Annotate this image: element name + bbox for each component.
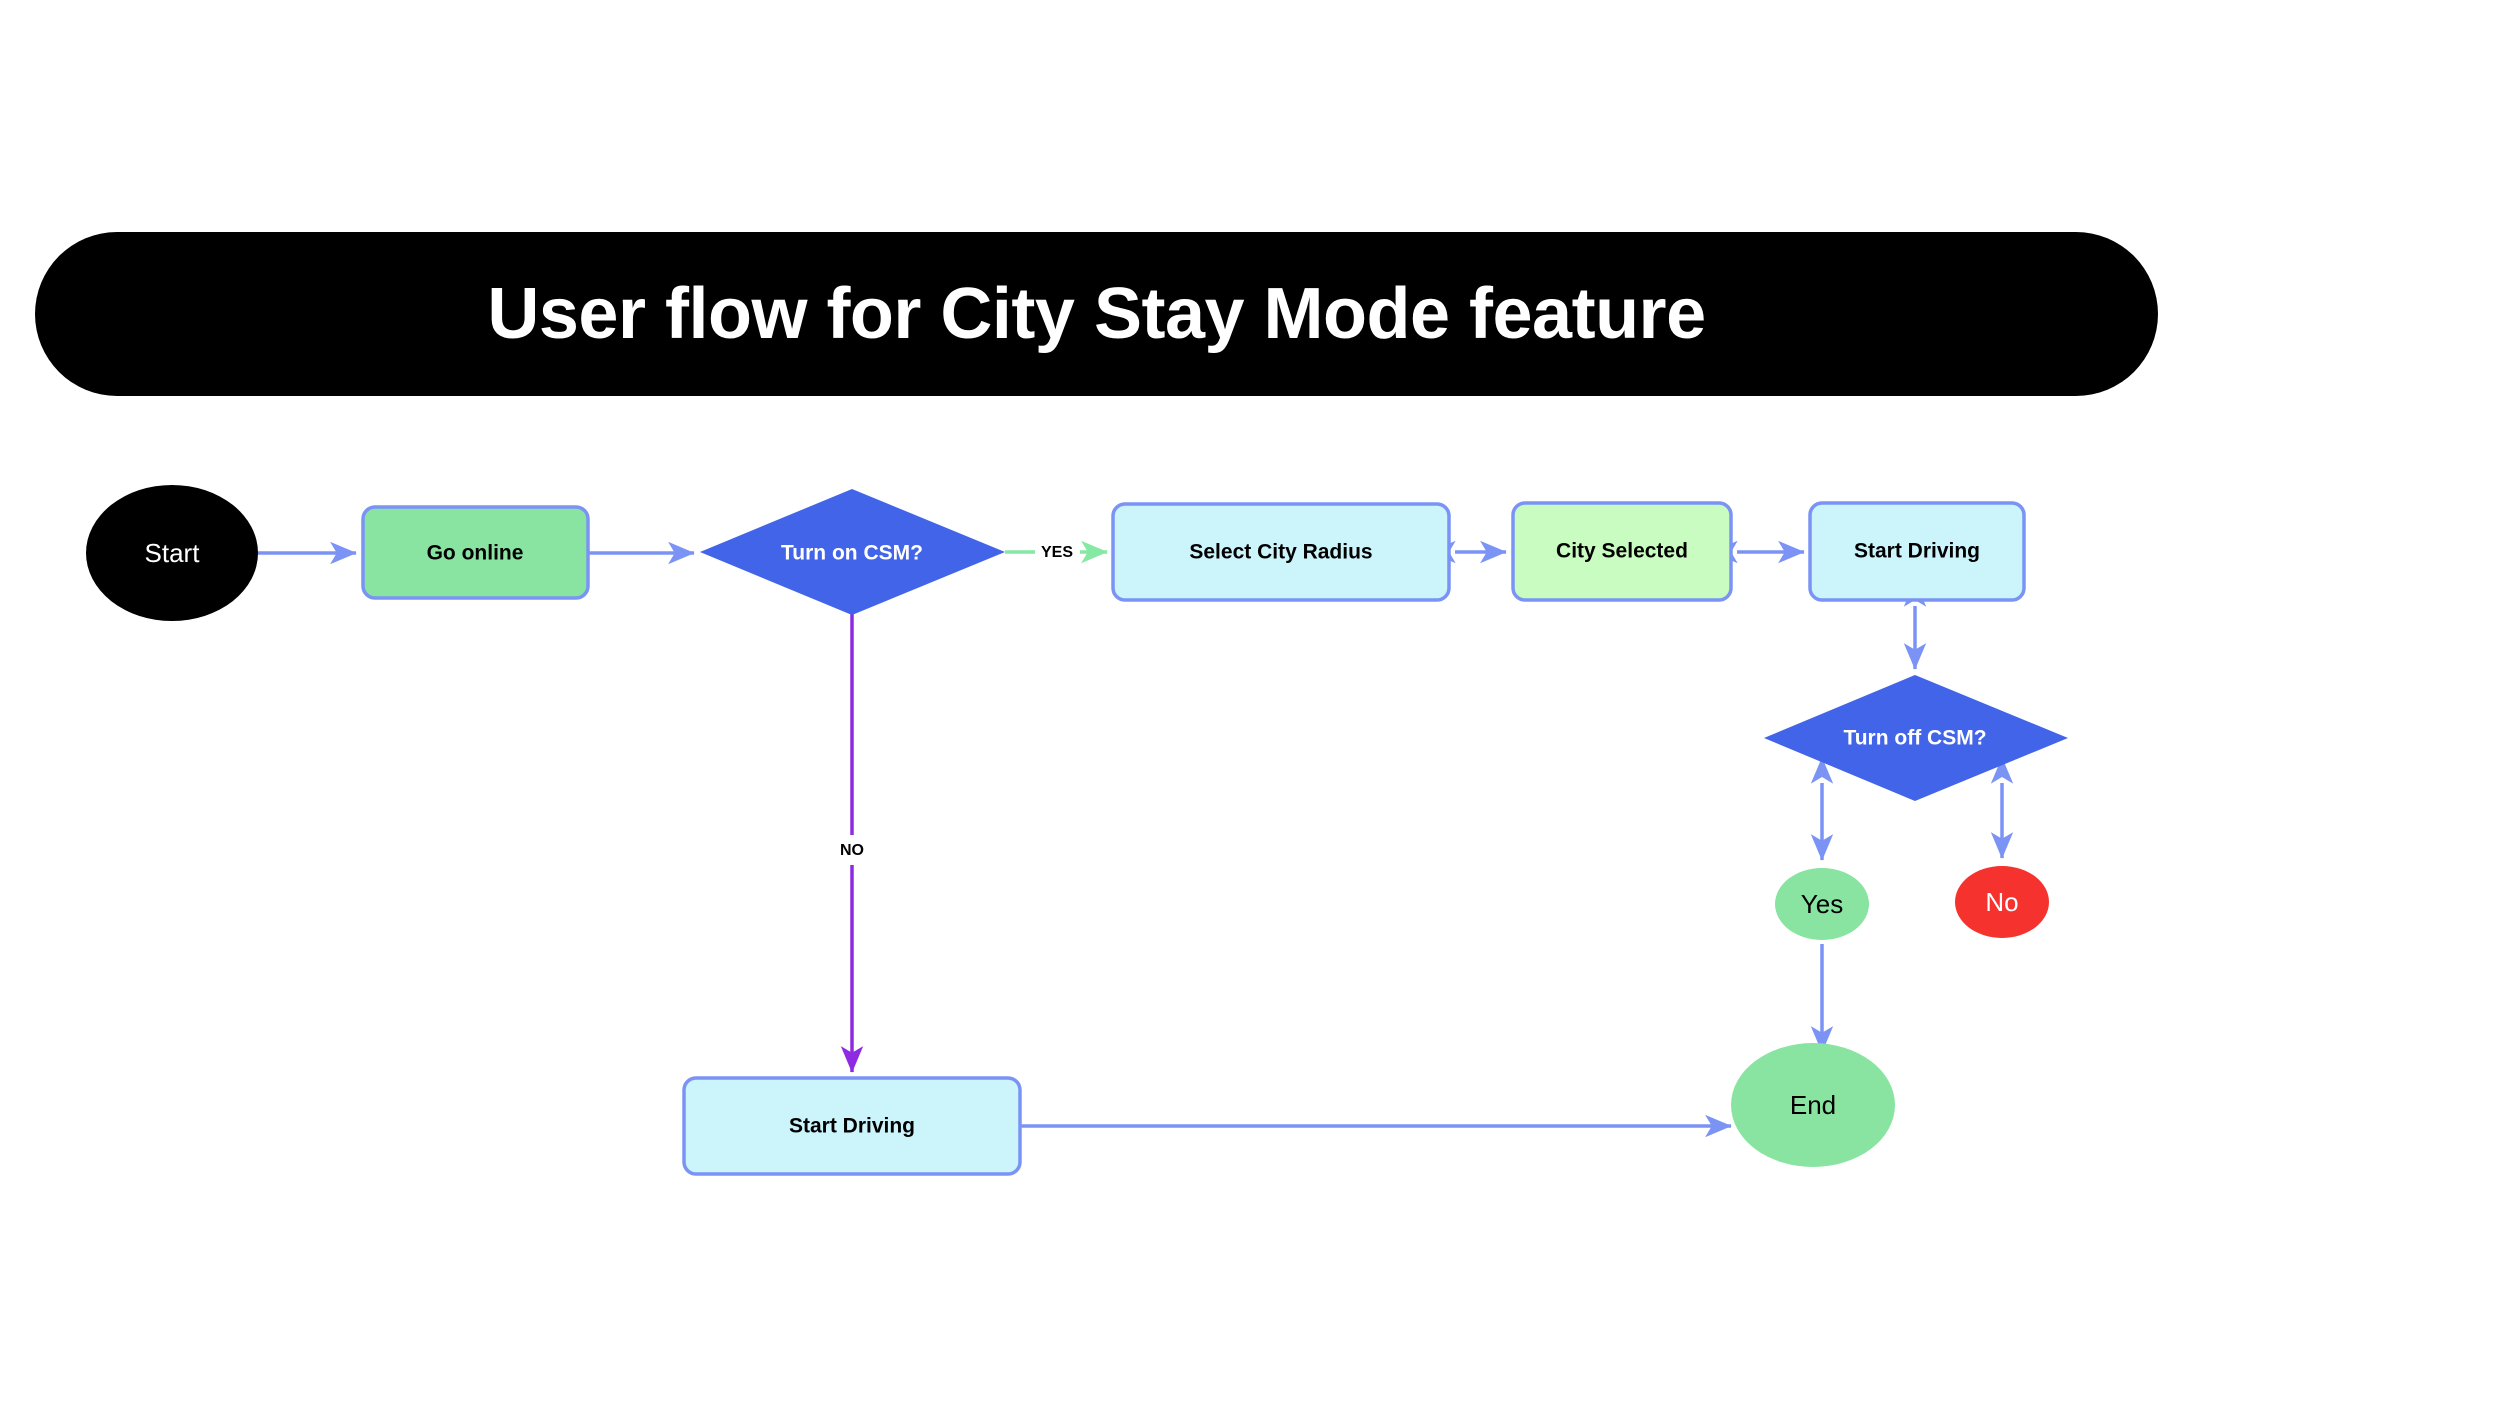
node-yes[interactable]: Yes [1775,868,1869,940]
node-start[interactable]: Start [86,485,258,621]
node-label-yes: Yes [1801,889,1843,919]
select-city-radius-box-shape [1111,502,1451,602]
node-label-go-online: Go online [427,542,524,565]
no-ellipse-shape [1955,866,2049,938]
node-label-select-city-radius: Select City Radius [1189,541,1372,564]
start-driving-top-box-shape [1808,501,2026,602]
node-label-turn-on-csm: Turn on CSM? [781,542,923,565]
node-no[interactable]: No [1955,866,2049,938]
edge-label-no: NO [840,842,864,859]
go-online-box-shape [361,505,590,600]
node-turn-off-csm[interactable]: Turn off CSM? [1764,675,2068,801]
city-selected-box-shape [1511,501,1733,602]
node-go-online[interactable]: Go online [361,505,590,600]
node-label-start: Start [145,538,201,568]
turn-on-csm-diamond-shape [700,489,1005,615]
node-label-start-driving-bottom: Start Driving [789,1115,915,1138]
node-turn-on-csm[interactable]: Turn on CSM? [700,489,1005,615]
page-title: User flow for City Stay Mode feature [487,274,1706,354]
node-start-driving-top[interactable]: Start Driving [1808,501,2026,602]
turn-off-csm-diamond-shape [1764,675,2068,801]
node-label-start-driving-top: Start Driving [1854,540,1980,563]
page-title-banner: User flow for City Stay Mode feature [35,232,2158,396]
edge-label-yes: YES [1041,544,1073,561]
node-label-no: No [1985,887,2018,917]
node-label-turn-off-csm: Turn off CSM? [1843,727,1986,750]
node-label-city-selected: City Selected [1556,540,1688,563]
node-start-driving-bottom[interactable]: Start Driving [682,1076,1022,1176]
start-ellipse-shape [86,485,258,621]
node-end[interactable]: End [1731,1043,1895,1167]
start-driving-bottom-box-shape [682,1076,1022,1176]
node-select-city-radius[interactable]: Select City Radius [1111,502,1451,602]
end-ellipse-shape [1731,1043,1895,1167]
node-city-selected[interactable]: City Selected [1511,501,1733,602]
node-label-end: End [1790,1090,1836,1120]
yes-ellipse-shape [1775,868,1869,940]
